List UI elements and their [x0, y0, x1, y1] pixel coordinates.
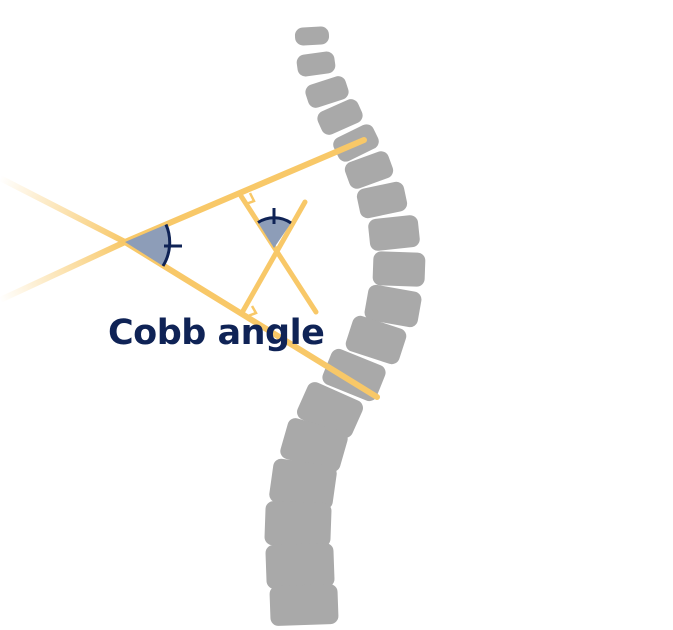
lower-endplate-line [122, 239, 380, 400]
right-angle-icon [245, 192, 258, 318]
spine [264, 26, 426, 626]
vertebra [265, 543, 335, 589]
vertebra [305, 76, 349, 108]
vertebra [296, 51, 336, 77]
lower-perpendicular-line [240, 199, 308, 314]
vertebra [356, 181, 408, 219]
cobb-angle-label: Cobb angle [108, 313, 324, 353]
angle-arc-icon [125, 208, 292, 267]
vertebra [264, 501, 332, 547]
right-angle-icon [247, 305, 258, 318]
vertebra [364, 284, 422, 328]
right-angle-icon [245, 192, 256, 206]
vertebra [322, 348, 386, 402]
vertebra [368, 215, 420, 251]
cobb-angle-arc-outer [125, 224, 170, 266]
vertebra [269, 458, 337, 510]
vertebra [372, 251, 426, 287]
vertebra [269, 584, 339, 626]
vertebra [344, 151, 394, 189]
vertebra [280, 418, 348, 472]
upper-extension-fade [0, 175, 128, 245]
vertebra [345, 315, 407, 365]
vertebra [294, 26, 330, 46]
upper-perpendicular-line [238, 193, 319, 315]
cobb-angle-arc-inner [258, 217, 291, 248]
vertebra [317, 99, 363, 135]
construction-lines [0, 137, 380, 400]
lower-extension-fade [0, 239, 128, 303]
